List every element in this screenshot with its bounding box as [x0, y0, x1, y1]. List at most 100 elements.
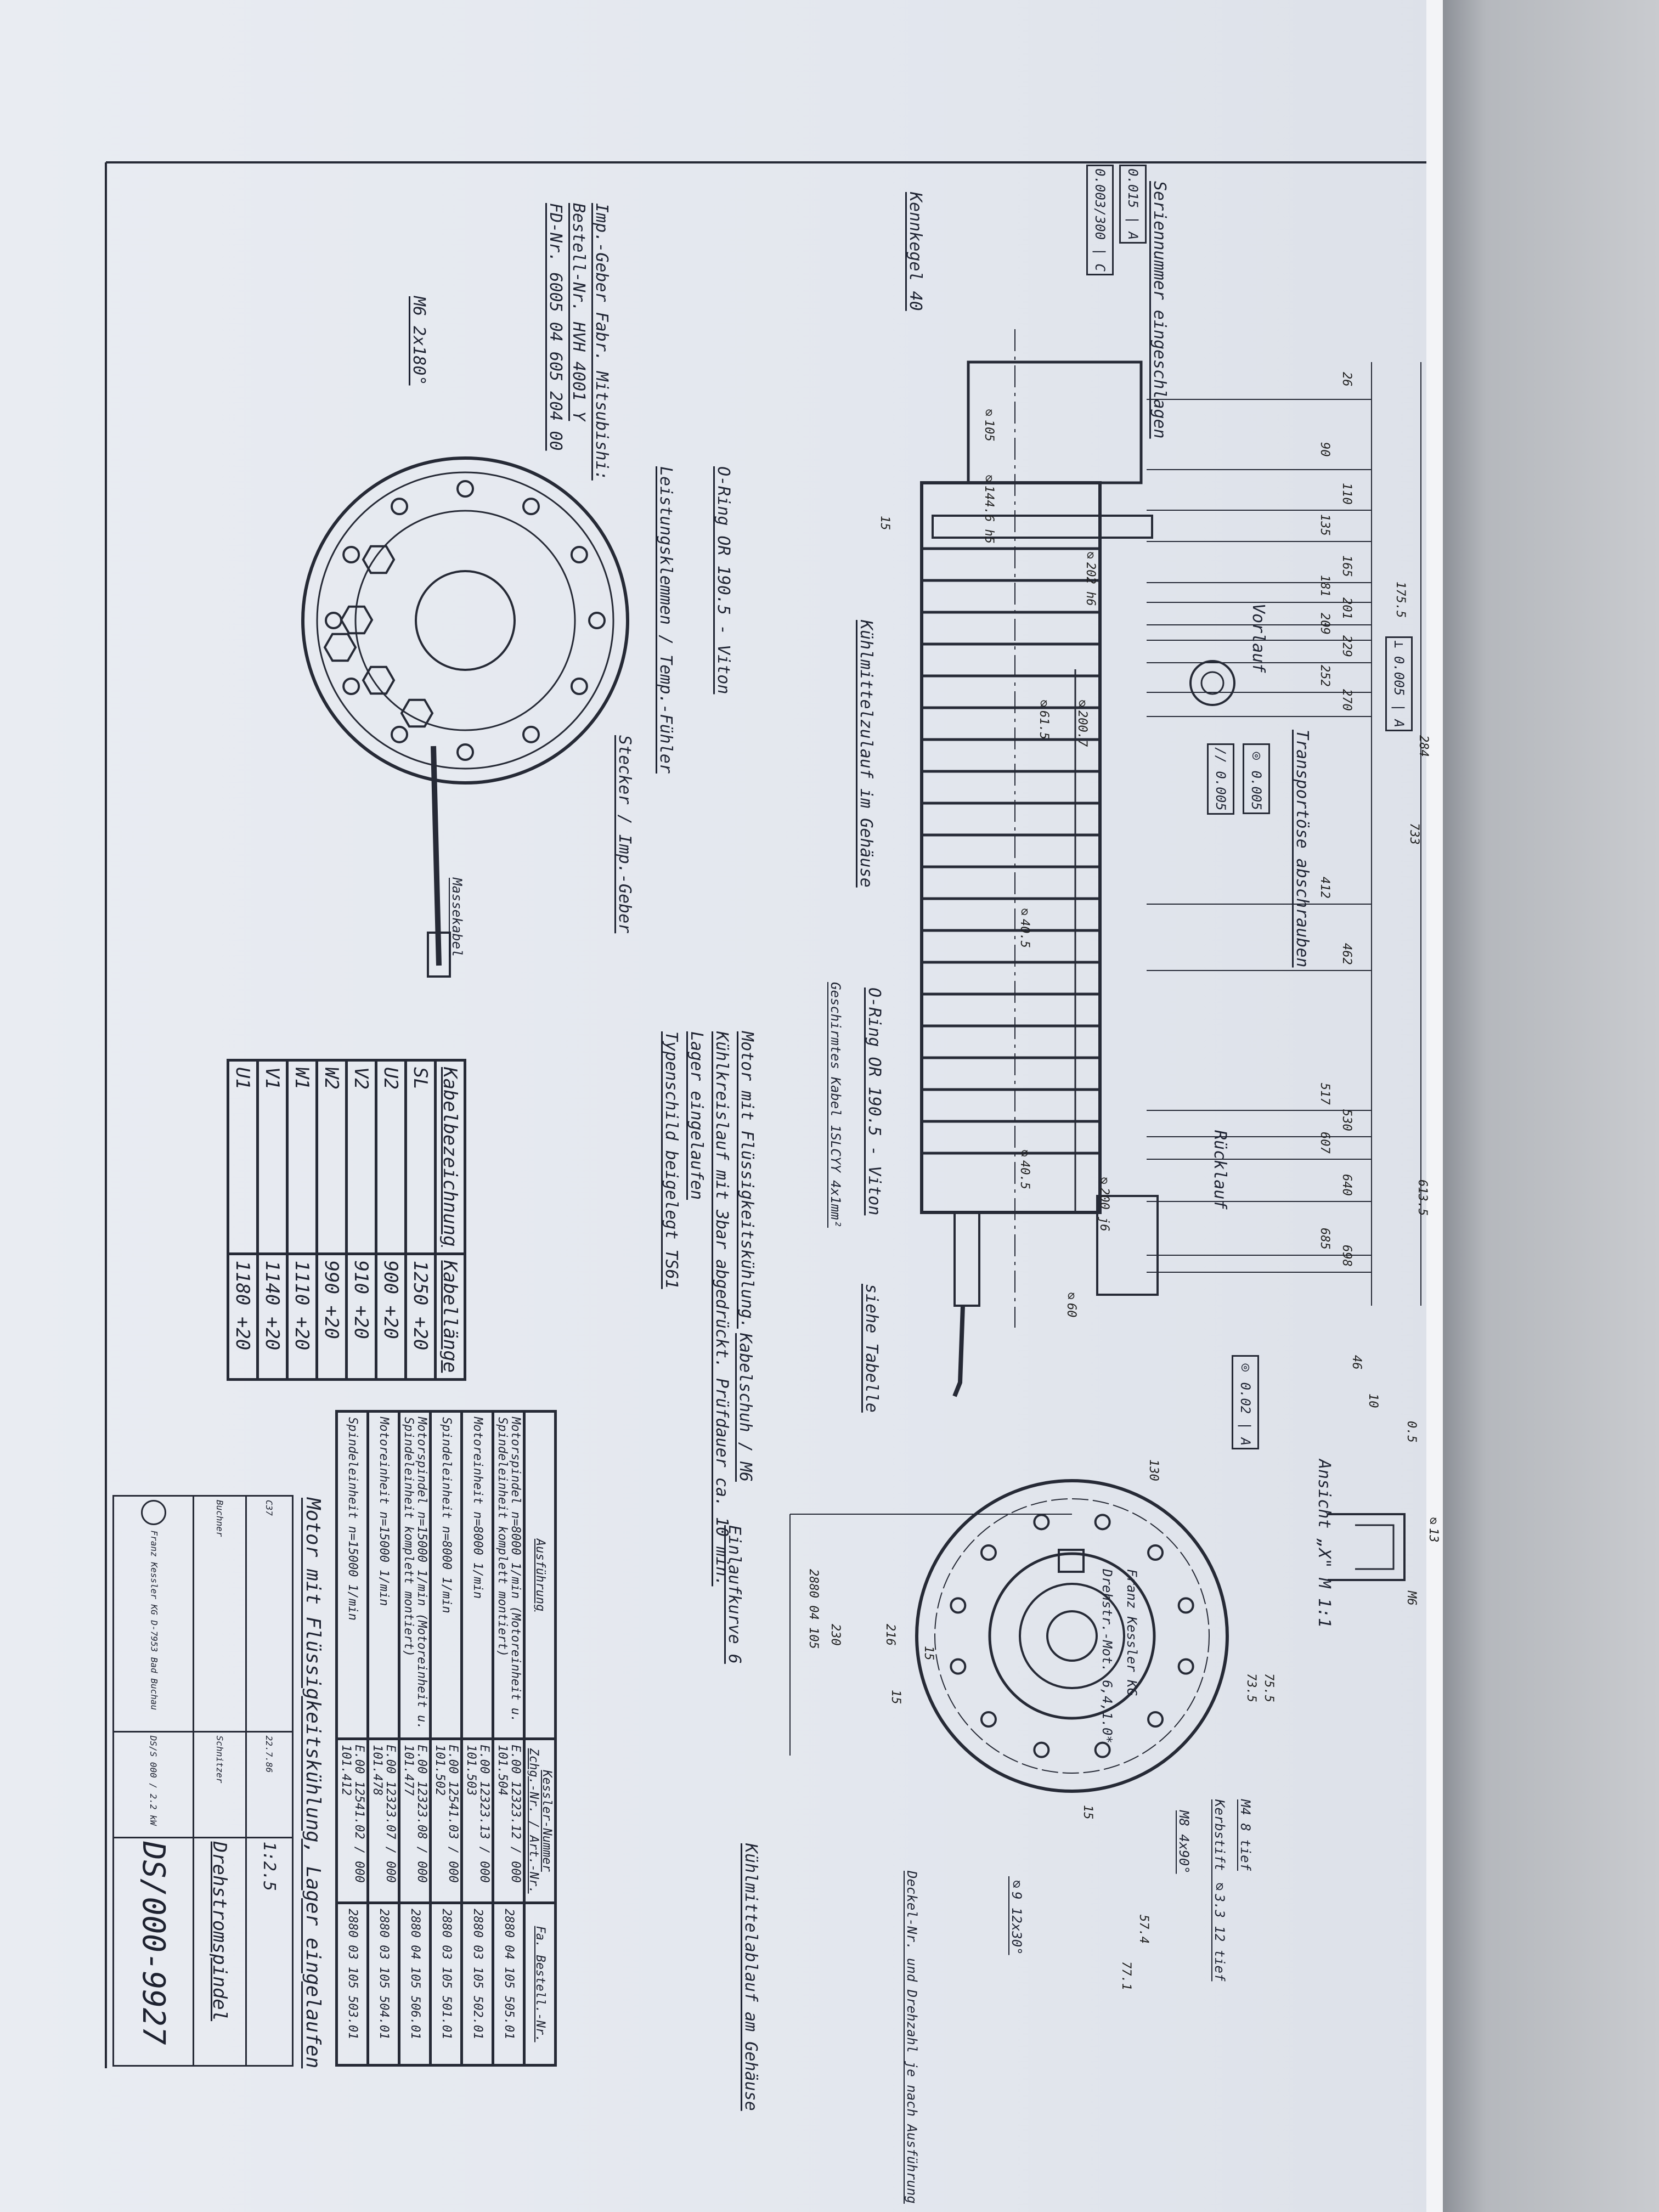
bolt-hole	[456, 480, 474, 498]
design-cell: Motorspindel n=8000 1/min (Motoreinheit …	[493, 1411, 524, 1739]
right-view-dimension: 230	[828, 1624, 842, 1646]
order-number-cell: 2880 04 105 506.01	[399, 1903, 431, 2066]
class-cell: C37	[246, 1496, 293, 1732]
bolt-hole	[570, 546, 588, 563]
bolt-hole	[1177, 1658, 1194, 1675]
design-cell: Spindeleinheit n=8000 1/min	[430, 1411, 462, 1739]
cable-length-cell: 1250 +20	[405, 1254, 436, 1380]
background-surface	[1443, 0, 1659, 2212]
right-view-dimension: 15	[1081, 1805, 1094, 1820]
bolt-hole	[1147, 1544, 1164, 1561]
date-cell: 22.7.86	[246, 1731, 293, 1838]
right-view-dimension: 73.5	[1244, 1673, 1258, 1702]
dimension-label: 110	[1340, 483, 1353, 505]
drawing-number: DS/000-9927	[113, 1837, 194, 2066]
key-label: Kerbstift ⌀3.3 12 tief	[1212, 1799, 1227, 1982]
type-cell: DS/S 000 / 2.2 kW	[113, 1731, 194, 1838]
design-cell: Motoreinheit n=8000 1/min	[461, 1411, 493, 1739]
cooling-fins	[922, 547, 1100, 1155]
bolt-hole	[522, 725, 540, 743]
drawing-subtitle: Motor mit Flüssigkeitskühlung, Lager ein…	[302, 1498, 324, 2069]
drawn-by-cell: Buchner	[193, 1496, 246, 1732]
front-flange-outer	[915, 1479, 1229, 1793]
cable-name-cell: SL	[405, 1060, 436, 1254]
bolt-hole	[342, 546, 360, 563]
dimension-label: 181	[1318, 575, 1331, 597]
diameter-label: ⌀200.7	[1075, 697, 1089, 747]
right-view-dimension: 15	[889, 1690, 902, 1705]
dimension-label: 26	[1340, 372, 1353, 387]
detail-x-view	[1328, 1513, 1406, 1581]
diameter-label: ⌀105	[982, 406, 996, 442]
cable-name-cell: U1	[228, 1060, 258, 1254]
bolt-hole	[1177, 1597, 1194, 1614]
dimension-label: 270	[1340, 689, 1353, 711]
spindle-nose	[967, 360, 1143, 484]
concentricity-frame-1: ◎ 0.005	[1243, 743, 1270, 814]
header-design: Ausführung	[524, 1411, 556, 1739]
right-view-dimension: 75.5	[1262, 1673, 1276, 1702]
transport-eye-label: Transportöse abschrauben	[1293, 730, 1312, 968]
cable-name-cell: W2	[317, 1060, 347, 1254]
inlet-label: Vorlauf	[1249, 603, 1268, 673]
cable-length-cell: 1140 +20	[257, 1254, 287, 1380]
bolt-hole	[950, 1597, 967, 1614]
dimension-label: 135	[1318, 514, 1331, 536]
bolt-hole	[522, 498, 540, 516]
bolt-hole	[1033, 1514, 1050, 1531]
bolt-hole	[456, 743, 474, 761]
side-dimension-label: 15	[878, 516, 891, 531]
cable-length-cell: 1180 +20	[228, 1254, 258, 1380]
runout-frame-bottom: ◎ 0.02 | A	[1232, 1355, 1259, 1450]
cable-name-cell: U2	[376, 1060, 406, 1254]
diameter-label: ⌀40.5	[1018, 905, 1031, 948]
side-view	[920, 329, 1421, 1397]
diameter-label: ⌀60	[1064, 1289, 1078, 1318]
diameter-label: ⌀61.5	[1037, 697, 1051, 740]
concentricity-frame-2: // 0.005	[1207, 743, 1234, 815]
bolt-hole	[1147, 1711, 1164, 1728]
design-cell: Spindeleinheit n=15000 1/min	[336, 1411, 368, 1739]
dimension-label: 607	[1318, 1132, 1331, 1154]
see-table-label: siehe Tabelle	[862, 1284, 881, 1413]
bolt-hole	[588, 612, 606, 629]
note-3: Lager eingelaufen	[687, 1031, 706, 1200]
bolt-hole	[570, 678, 588, 695]
dimension-label: 252	[1318, 665, 1331, 687]
order-number-cell: 2880 03 105 502.01	[461, 1903, 493, 2066]
m6-label: M6 2x180°	[409, 296, 428, 386]
motor-housing	[920, 481, 1102, 1214]
detail-dimension: M6	[1404, 1591, 1418, 1606]
bolt-hole	[325, 612, 342, 629]
bolt-hole	[1094, 1514, 1111, 1531]
nameplate-label: Franz Kessler KG	[1124, 1569, 1139, 1696]
drawing-number-cell: E.00 12323.13 / 000 101.503	[461, 1739, 493, 1903]
right-view-code: 2880 04 105	[806, 1569, 820, 1649]
dimension-label: 90	[1318, 442, 1331, 457]
bolt-label: ⌀9 12x30°	[1009, 1876, 1024, 1955]
encoder-label-1: Imp.-Geber Fabr. Mitsubishi:	[592, 203, 611, 481]
scale-cell: 1:2.5	[246, 1837, 293, 2066]
diameter-label: ⌀40.5	[1018, 1147, 1031, 1189]
header-drawing-number: Kessler-Nummer Zchg.-Nr. / Art.-Nr.	[524, 1739, 556, 1903]
side-dimension-label: 613.5	[1415, 1180, 1429, 1216]
bolt-hole	[980, 1544, 997, 1561]
drawing-sheet	[0, 0, 1443, 2212]
tolerance-frame-2: 0.003/300 | C	[1086, 165, 1114, 275]
flange	[932, 515, 1153, 539]
bolt-hole	[980, 1711, 997, 1728]
connector-label: Stecker / Imp.-Geber	[615, 735, 634, 934]
cable	[952, 1305, 965, 1397]
design-cell: Motorspindel n=15000 1/min (Motoreinheit…	[399, 1411, 431, 1739]
oring-top-label: O-Ring OR 190.5 - Viton	[714, 466, 733, 695]
oring-bottom-label: O-Ring OR 190.5 - Viton	[865, 988, 884, 1216]
return-label: Rücklauf	[1210, 1130, 1229, 1210]
encoder-label-2: Bestell-Nr. HVH 4001 Y	[569, 203, 588, 421]
